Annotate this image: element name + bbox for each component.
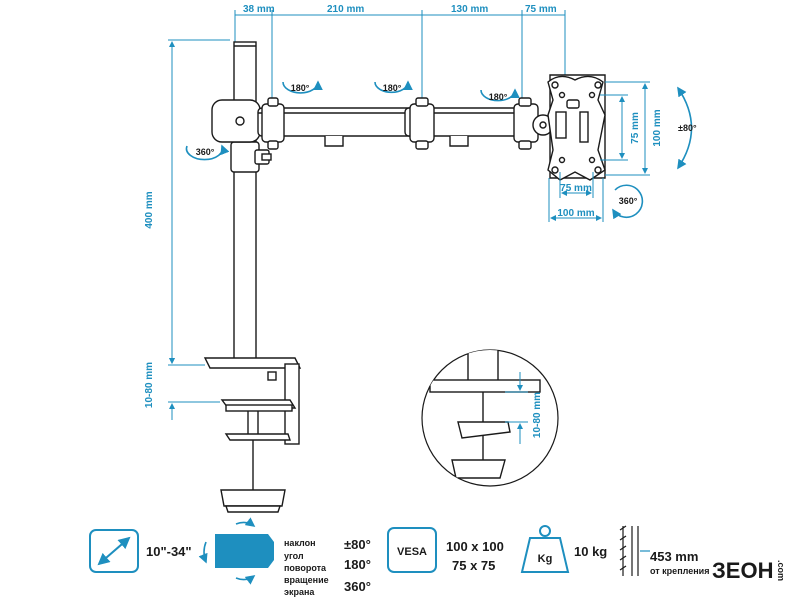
rotation-icon-pole: 360° <box>185 144 230 161</box>
svg-text:.com: .com <box>776 560 786 581</box>
mount-distance-label: от крепления <box>650 566 709 576</box>
svg-text:±80°: ±80° <box>678 123 697 133</box>
dim-10-80: 10-80 mm <box>144 362 155 408</box>
vesa-100-horizontal: 100 mm <box>557 208 594 219</box>
label-tilt: наклон <box>284 538 316 548</box>
label-swivel: поворота <box>284 563 327 573</box>
tilt-value: ±80° <box>344 537 371 552</box>
screen-size-icon <box>89 529 139 573</box>
desk-clamp <box>203 357 302 513</box>
vesa-100-vertical: 100 mm <box>652 109 663 146</box>
dim-210: 210 mm <box>327 4 364 15</box>
svg-text:Kg: Kg <box>538 553 553 565</box>
monitor-rotation-icon <box>198 517 274 585</box>
svg-text:VESA: VESA <box>397 546 427 558</box>
rotation-icon-screen: 360° <box>612 184 644 220</box>
weight-icon: Kg <box>520 525 570 573</box>
svg-text:ЗЕОН: ЗЕОН <box>712 558 773 583</box>
rotation-icon-joint3: 180° <box>480 88 520 102</box>
label-screen: экрана <box>284 587 315 597</box>
height-dimension <box>168 39 230 420</box>
dim-400: 400 mm <box>144 191 155 228</box>
screen-size-value: 10"-34" <box>146 544 192 559</box>
tilt-arc-icon: ±80° <box>677 86 697 170</box>
svg-text:180°: 180° <box>291 83 310 93</box>
vesa-value-2: 75 x 75 <box>452 558 495 573</box>
vesa-75-vertical: 75 mm <box>630 112 641 144</box>
rotation-icon-joint2: 180° <box>374 80 413 94</box>
svg-text:180°: 180° <box>383 83 402 93</box>
brand-logo: ЗЕОН .com <box>712 558 786 583</box>
vesa-badge: VESA <box>387 527 437 573</box>
vesa-75-horizontal: 75 mm <box>560 183 592 194</box>
dim-130: 130 mm <box>451 4 488 15</box>
rotation-value: 360° <box>344 579 371 594</box>
top-dimensions <box>234 10 566 105</box>
rotation-icon-joint1: 180° <box>282 80 323 94</box>
svg-text:360°: 360° <box>196 147 215 157</box>
vesa-value-1: 100 x 100 <box>446 539 504 554</box>
pole <box>230 41 272 365</box>
vesa-dimensions <box>548 81 650 222</box>
clamp-detail-view: 10-80 mm <box>421 349 559 487</box>
weight-value: 10 kg <box>574 544 607 559</box>
label-angle: угол <box>284 551 304 561</box>
vesa-plate <box>547 74 606 181</box>
detail-dim-10-80: 10-80 mm <box>532 392 543 438</box>
mount-distance-icon <box>619 525 650 576</box>
svg-text:360°: 360° <box>619 196 638 206</box>
mount-distance-value: 453 mm <box>650 549 698 564</box>
swivel-value: 180° <box>344 557 371 572</box>
svg-text:180°: 180° <box>489 92 508 102</box>
dim-75: 75 mm <box>525 4 557 15</box>
label-rotation: вращение <box>284 575 329 585</box>
arm <box>211 97 554 150</box>
dim-38: 38 mm <box>243 4 275 15</box>
